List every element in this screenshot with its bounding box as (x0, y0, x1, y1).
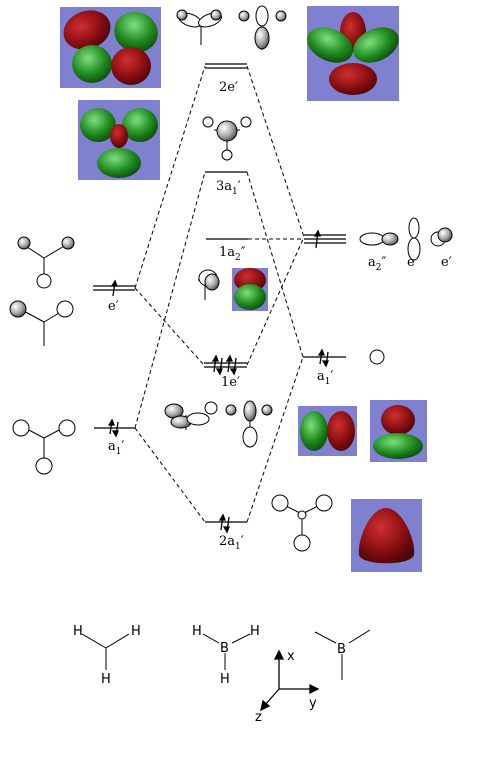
ch3-h1: H (73, 624, 83, 639)
s-orbital-icon (9, 116, 385, 552)
label-right-a2: a2″ (368, 255, 387, 273)
axis-x-label: x (287, 649, 295, 664)
label-right-e2: e′ (441, 255, 452, 270)
bh3-skeleton-b: B (337, 642, 346, 657)
bh3-h2: H (250, 624, 260, 639)
label-left-a1: a1′ (108, 439, 125, 457)
label-left-e: e′ (108, 299, 119, 314)
orbital-render-1e-right (370, 400, 427, 462)
axis-z-label: z (255, 710, 262, 725)
label-2e: 2e′ (219, 80, 238, 95)
bh3-h1: H (192, 624, 202, 639)
orbital-render-1e-left (298, 406, 357, 456)
electron-arrow-icon (107, 229, 329, 534)
correlation-lines (134, 65, 305, 523)
bh3-skeleton (314, 629, 371, 680)
bh3-structure (202, 633, 251, 670)
label-3a1: 3a1′ (216, 179, 241, 197)
label-2a1: 2a1′ (219, 534, 244, 552)
label-1e: 1e′ (221, 375, 240, 390)
orbital-render-1e-small (232, 268, 268, 311)
label-right-a1: a1′ (317, 369, 334, 387)
ch3-structure (81, 633, 130, 670)
ch3-h2: H (131, 624, 141, 639)
label-1a2: 1a2″ (219, 245, 246, 263)
orbital-render-3a1 (78, 100, 160, 180)
p-orbital-icon (164, 217, 453, 448)
orbital-render-2e-right (307, 6, 399, 101)
sp-hybrid-icon (176, 5, 287, 50)
bh3-h3: H (220, 672, 230, 687)
level-1e (204, 362, 247, 368)
level-2e (205, 63, 247, 69)
bh3-b: B (220, 641, 229, 656)
level-right-e-a2 (304, 234, 346, 244)
label-right-e1: e′ (407, 255, 418, 270)
orbital-render-2a1 (351, 499, 422, 572)
orbital-render-2e-left (60, 7, 161, 88)
ch3-h3: H (101, 672, 111, 687)
axis-y-label: y (309, 696, 317, 711)
axes-icon (260, 649, 320, 712)
